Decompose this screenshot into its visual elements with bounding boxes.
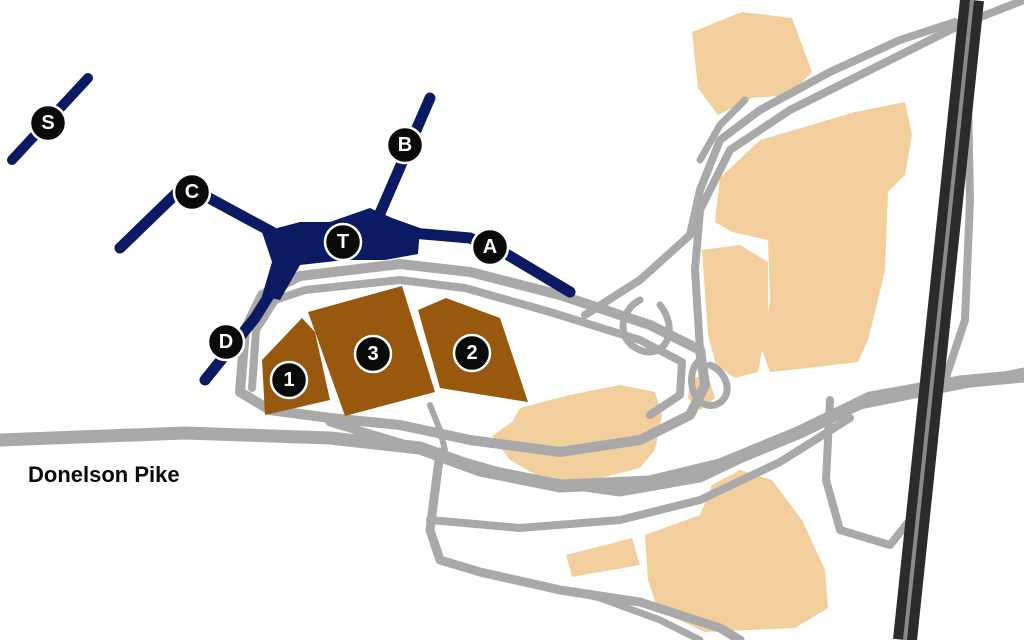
loop-ramp-2	[688, 356, 731, 409]
north-connector-road	[581, 18, 959, 319]
marker-a-label: A	[483, 236, 497, 258]
east-ramp-right	[941, 96, 974, 384]
marker-s-label: S	[41, 112, 54, 134]
donelson-pike-road	[0, 369, 1024, 493]
marker-s[interactable]: S	[28, 103, 68, 143]
parking-lot-east-upper[interactable]	[715, 102, 912, 372]
marker-garage-3[interactable]: 3	[353, 334, 393, 374]
south-parallel-road	[426, 414, 854, 532]
marker-garage-3-label: 3	[367, 343, 378, 365]
north-lot-access	[696, 96, 749, 164]
marker-d-label: D	[219, 331, 233, 353]
parking-lot-south-small[interactable]	[566, 538, 640, 577]
marker-a[interactable]: A	[470, 227, 510, 267]
marker-garage-2[interactable]: 2	[452, 333, 492, 373]
interstate-highway	[893, 0, 984, 640]
parking-lot-east-middle[interactable]	[702, 245, 768, 378]
garage-access-road	[427, 402, 448, 453]
marker-garage-1-label: 1	[283, 369, 294, 391]
concourse-markers: S B C T A D	[28, 103, 510, 362]
parking-lot-south[interactable]	[645, 470, 828, 632]
marker-t[interactable]: T	[323, 222, 363, 262]
inner-loop-road	[248, 276, 686, 419]
east-ramp-left	[822, 396, 914, 549]
marker-b[interactable]: B	[385, 125, 425, 165]
loop-ramp	[619, 296, 673, 356]
garage-markers: 1 3 2	[269, 333, 492, 400]
south-access-road	[325, 367, 1024, 497]
parking-lot-central[interactable]	[492, 385, 662, 480]
donelson-pike-label: Donelson Pike	[28, 462, 180, 487]
marker-garage-2-label: 2	[466, 342, 477, 364]
north-connector-road-2	[691, 0, 1024, 354]
marker-c-label: C	[185, 181, 199, 203]
south-ramp-lower	[516, 576, 704, 640]
marker-d[interactable]: D	[206, 322, 246, 362]
marker-t-label: T	[337, 231, 349, 253]
terminal-loop-road	[235, 259, 710, 457]
marker-c[interactable]: C	[172, 172, 212, 212]
marker-garage-1[interactable]: 1	[269, 360, 309, 400]
marker-b-label: B	[398, 134, 412, 156]
parking-lot-north[interactable]	[692, 12, 812, 115]
